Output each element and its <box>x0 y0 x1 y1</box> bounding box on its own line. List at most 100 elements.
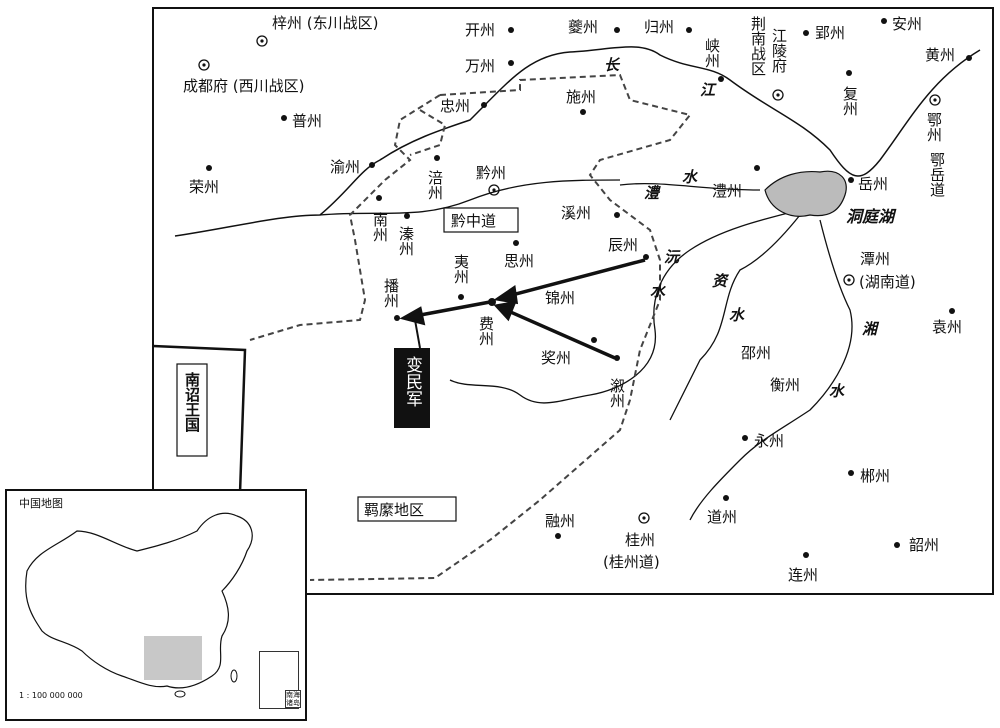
dot-xiazhou <box>718 76 724 82</box>
river-labels: 长 江 澧 水 沅 水 资 水 湘 水 <box>604 56 880 400</box>
dot-yuzhou <box>369 162 375 168</box>
dot-guizhou <box>686 27 692 33</box>
dot-huangzhou <box>966 55 972 61</box>
label-yuzhou: 渝州 <box>330 158 360 176</box>
label-bianmin: 变民军 <box>402 356 423 407</box>
callout-line <box>414 319 421 349</box>
center-jiangling <box>776 93 780 97</box>
arrow-xuzhou-feizhou <box>505 308 616 360</box>
river-zi-shui: 水 <box>729 306 745 324</box>
qianzhong-boundary <box>309 73 692 581</box>
label-chengdu: 成都府 (西川战区) <box>183 77 304 95</box>
center-tanzhou <box>847 278 851 282</box>
dot-qinzhou <box>404 213 410 219</box>
arrow-feizhou-bozhou <box>414 300 491 318</box>
label-huangzhou: 黄州 <box>925 46 955 64</box>
arrow-chenzhou-feizhou <box>507 258 646 298</box>
china-inset-map: 中国地图 南海诸岛 1 : 100 000 000 <box>5 489 307 721</box>
label-nanzhao: 南诏王国 <box>183 371 201 433</box>
center-qianzhou <box>492 188 496 192</box>
label-yuanzhou: 袁州 <box>932 318 962 336</box>
river-xiang: 湘 <box>862 320 880 338</box>
marker-qianzhou <box>488 184 500 196</box>
label-xuzhou: 溆州 <box>608 377 626 408</box>
label-lianzhou: 连州 <box>788 566 818 584</box>
bianmin-arrows <box>399 258 646 360</box>
dot-chenzhou-s <box>848 470 854 476</box>
river-yuan: 沅 <box>664 248 681 266</box>
label-lizhou: 澧州 <box>712 182 742 200</box>
label-shaozhou-s: 韶州 <box>909 536 939 554</box>
label-dongting: 洞庭湖 <box>846 207 897 226</box>
china-border <box>25 512 253 689</box>
dot-shizhou <box>580 109 586 115</box>
nanzhao-boundary <box>152 344 247 494</box>
label-eyue: 鄂岳道 <box>928 152 946 197</box>
dot-daozhou <box>723 495 729 501</box>
marker-ezhou <box>929 94 941 106</box>
river-zi: 资 <box>712 272 730 290</box>
river-yuan-shui: 水 <box>650 282 666 300</box>
dongting-lake <box>764 170 847 217</box>
dot-rongzhou-s <box>555 533 561 539</box>
label-anzhou: 安州 <box>892 15 922 33</box>
center-chengdu <box>202 63 206 67</box>
map-frame <box>152 7 994 595</box>
inset-highlight-area <box>144 636 202 680</box>
vertical-labels: 峡州 荆南战区 江陵府 复州 鄂州 鄂岳道 涪州 南州 溱州 夷州 播州 费州 … <box>183 16 946 433</box>
yangtze-river <box>174 46 981 237</box>
arrow-head-3 <box>399 306 426 326</box>
label-ezhou: 鄂州 <box>925 112 943 142</box>
center-guizhou <box>642 516 646 520</box>
river-wujiang <box>319 179 621 216</box>
nanhai-label: 南海诸岛 <box>285 690 301 708</box>
lake-label: 洞庭湖 <box>846 207 897 226</box>
label-qianzhong: 黔中道 <box>451 212 496 230</box>
capital-markers <box>198 35 941 524</box>
label-puzhou: 普州 <box>292 112 322 130</box>
dot-sizhou <box>513 240 519 246</box>
label-guizhou-n: 归州 <box>644 18 674 36</box>
label-daozhou: 道州 <box>707 508 737 526</box>
city-dots <box>206 18 972 558</box>
label-sizhou: 思州 <box>504 252 534 270</box>
label-feizhou: 费州 <box>477 316 495 346</box>
dot-lianzhou <box>803 552 809 558</box>
zi-river <box>669 214 801 421</box>
dot-puzhou <box>281 115 287 121</box>
box-jimi <box>357 496 457 522</box>
label-jiangzhou: 奖州 <box>541 349 571 367</box>
dot-xizhou <box>614 212 620 218</box>
label-fuzhou-hb: 复州 <box>841 85 859 116</box>
label-wanzhou: 万州 <box>465 57 495 75</box>
label-qianzhou: 黔州 <box>476 164 506 182</box>
label-guizhou-dao: (桂州道) <box>603 553 660 571</box>
yuan-river <box>449 209 801 404</box>
dot-fuzhou-fu <box>434 155 440 161</box>
label-xiazhou: 峡州 <box>703 38 721 68</box>
label-kaizhou: 开州 <box>465 21 495 39</box>
hainan-outline <box>174 690 186 698</box>
label-hengzhou: 衡州 <box>770 376 800 394</box>
dot-jinzhou <box>591 337 597 343</box>
label-xizhou: 溪州 <box>561 204 591 222</box>
dot-yingzhou <box>803 30 809 36</box>
marker-tanzhou <box>843 274 855 286</box>
inset-title: 中国地图 <box>19 497 63 510</box>
label-zizhou: 梓州 (东川战区) <box>272 14 378 32</box>
capital-marker-centers <box>202 39 937 520</box>
dot-anzhou <box>881 18 887 24</box>
label-yizhou: 夷州 <box>452 254 470 284</box>
label-bozhou: 播州 <box>382 278 400 308</box>
label-tanzhou: 潭州 <box>860 250 890 268</box>
label-chenzhou: 辰州 <box>608 236 638 254</box>
dot-fuzhou-hb <box>846 70 852 76</box>
label-nanzhou: 南州 <box>371 212 389 242</box>
label-jinzhou: 锦州 <box>545 289 575 307</box>
xiang-river <box>689 219 853 521</box>
label-rongzhou: 荣州 <box>189 178 219 196</box>
dot-yuanzhou <box>949 308 955 314</box>
dot-chenzhou <box>643 254 649 260</box>
river-xiang-shui: 水 <box>829 382 845 400</box>
marker-chengdu <box>198 59 210 71</box>
